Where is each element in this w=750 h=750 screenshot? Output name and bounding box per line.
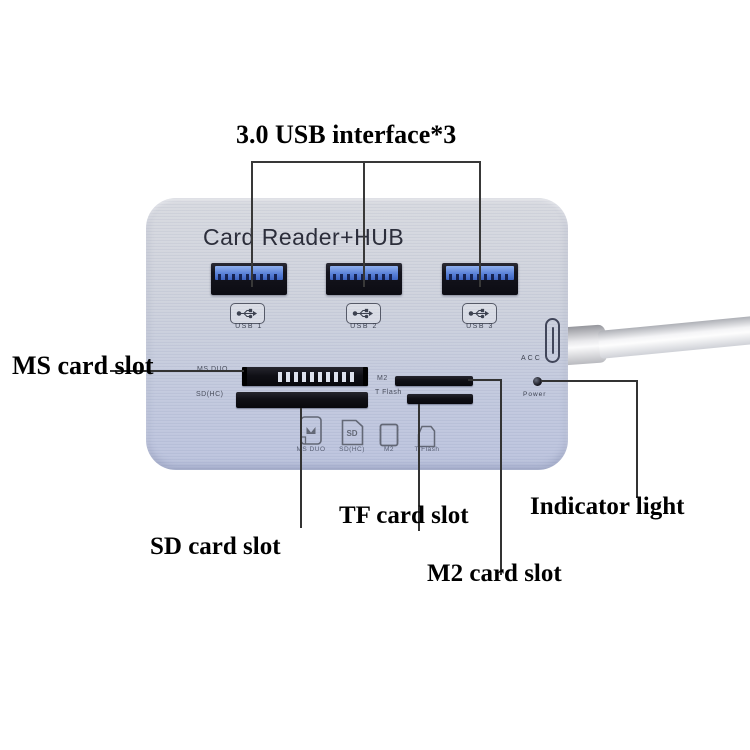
ms-callout-line (110, 370, 244, 372)
usb-interface-callout: 3.0 USB interface*3 (236, 120, 457, 149)
acc-slit (551, 327, 554, 354)
slot-pins (278, 372, 356, 382)
tf-callout-line (418, 404, 420, 531)
acc-label: ACC (521, 355, 542, 362)
m2-card-icon (379, 423, 399, 452)
sd-card-icon: SD (341, 419, 364, 451)
m2-slot-label: M2 (377, 375, 388, 382)
device-title: Card Reader+HUB (203, 224, 405, 250)
tf-icon-label: T Flash (414, 446, 440, 453)
usb-bracket-line (251, 161, 481, 163)
sd-icon-label: SD(HC) (339, 446, 365, 453)
usb-port-label-2: USB 2 (350, 323, 378, 330)
tf-slot-label: T Flash (375, 389, 402, 396)
usb-bracket-line-left (251, 161, 253, 287)
m2-icon-label: M2 (383, 446, 395, 453)
m2-card-slot-callout: M2 card slot (427, 560, 562, 587)
usb-port-1 (211, 263, 287, 295)
usb-pins (218, 274, 280, 280)
tf-card-slot-callout: TF card slot (339, 502, 469, 529)
usb-bracket-line-right (479, 161, 481, 287)
ms-duo-slot-label: MS DUO (197, 366, 228, 373)
indicator-light-callout: Indicator light (530, 493, 685, 520)
usb-tongue (215, 266, 283, 280)
m2-callout-line-v (500, 379, 502, 575)
usb-trident-icon (346, 303, 381, 324)
acc-button (545, 318, 560, 363)
usb-bracket-line-mid (363, 161, 365, 287)
tf-slot (407, 394, 473, 404)
usb-port-label-1: USB 1 (235, 323, 263, 330)
usb-trident-icon (230, 303, 265, 324)
power-label: Power (523, 391, 547, 398)
slot-cap (363, 367, 368, 386)
usb-cable (597, 315, 750, 359)
card-reader-hub-device (146, 198, 568, 470)
sd-slot (236, 392, 368, 408)
slot-cap (242, 367, 247, 386)
sd-slot-label: SD(HC) (196, 391, 224, 398)
sd-callout-line (300, 408, 302, 528)
ms-card-slot-callout: MS card slot (12, 351, 154, 380)
ms-duo-slot (242, 367, 368, 386)
usb-port-label-3: USB 3 (466, 323, 494, 330)
indicator-callout-line-v (636, 380, 638, 498)
m2-slot (395, 376, 473, 386)
m2-callout-line-h (468, 379, 502, 381)
svg-text:SD: SD (346, 429, 357, 438)
sd-card-slot-callout: SD card slot (150, 533, 281, 560)
ms-duo-icon-label: MS DUO (296, 446, 326, 453)
indicator-callout-line-h (541, 380, 638, 382)
usb-trident-icon (462, 303, 497, 324)
ms-duo-card-icon (300, 416, 322, 450)
power-indicator-light (533, 377, 542, 386)
